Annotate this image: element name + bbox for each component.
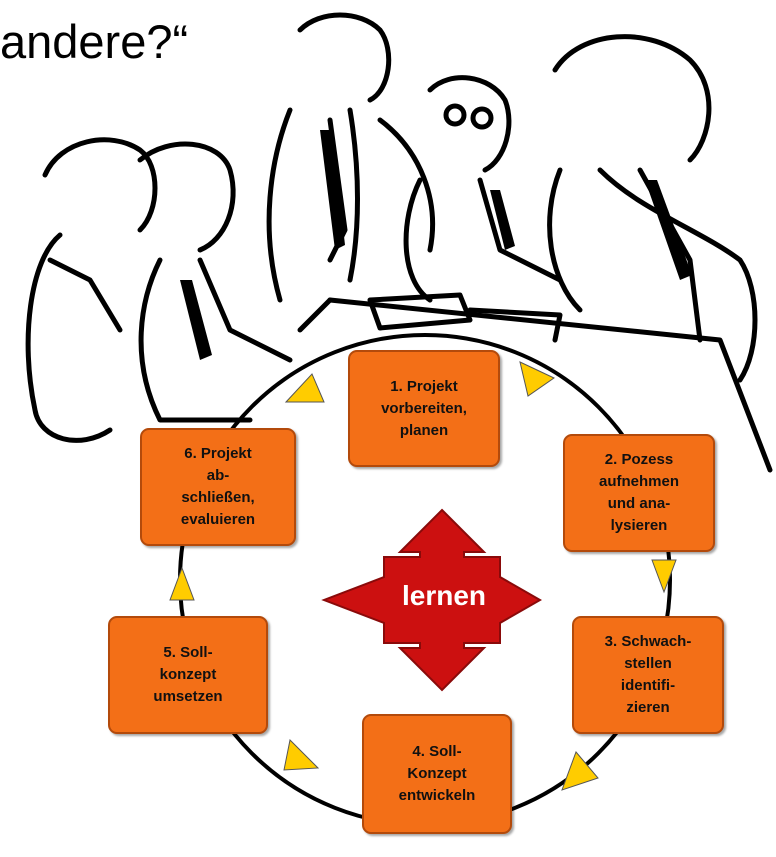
step-2-box: 2. Pozess aufnehmen und ana- lysieren xyxy=(563,434,715,552)
step-5-box: 5. Soll- konzept umsetzen xyxy=(108,616,268,734)
step-6-box: 6. Projekt ab- schließen, evaluieren xyxy=(140,428,296,546)
arrow-triangle-3 xyxy=(561,751,599,791)
step-4-box: 4. Soll- Konzept entwickeln xyxy=(362,714,512,834)
step-1-box: 1. Projekt vorbereiten, planen xyxy=(348,350,500,467)
step-3-box: 3. Schwach- stellen identifi- zieren xyxy=(572,616,724,734)
arrow-triangle-1 xyxy=(519,361,555,397)
arrow-triangle-5 xyxy=(169,566,195,601)
center-label: lernen xyxy=(401,580,487,611)
arrow-triangle-4 xyxy=(283,738,320,771)
arrow-triangle-6 xyxy=(284,373,325,403)
page-title: andere?“ xyxy=(0,15,189,68)
arrow-triangle-2 xyxy=(651,559,677,594)
